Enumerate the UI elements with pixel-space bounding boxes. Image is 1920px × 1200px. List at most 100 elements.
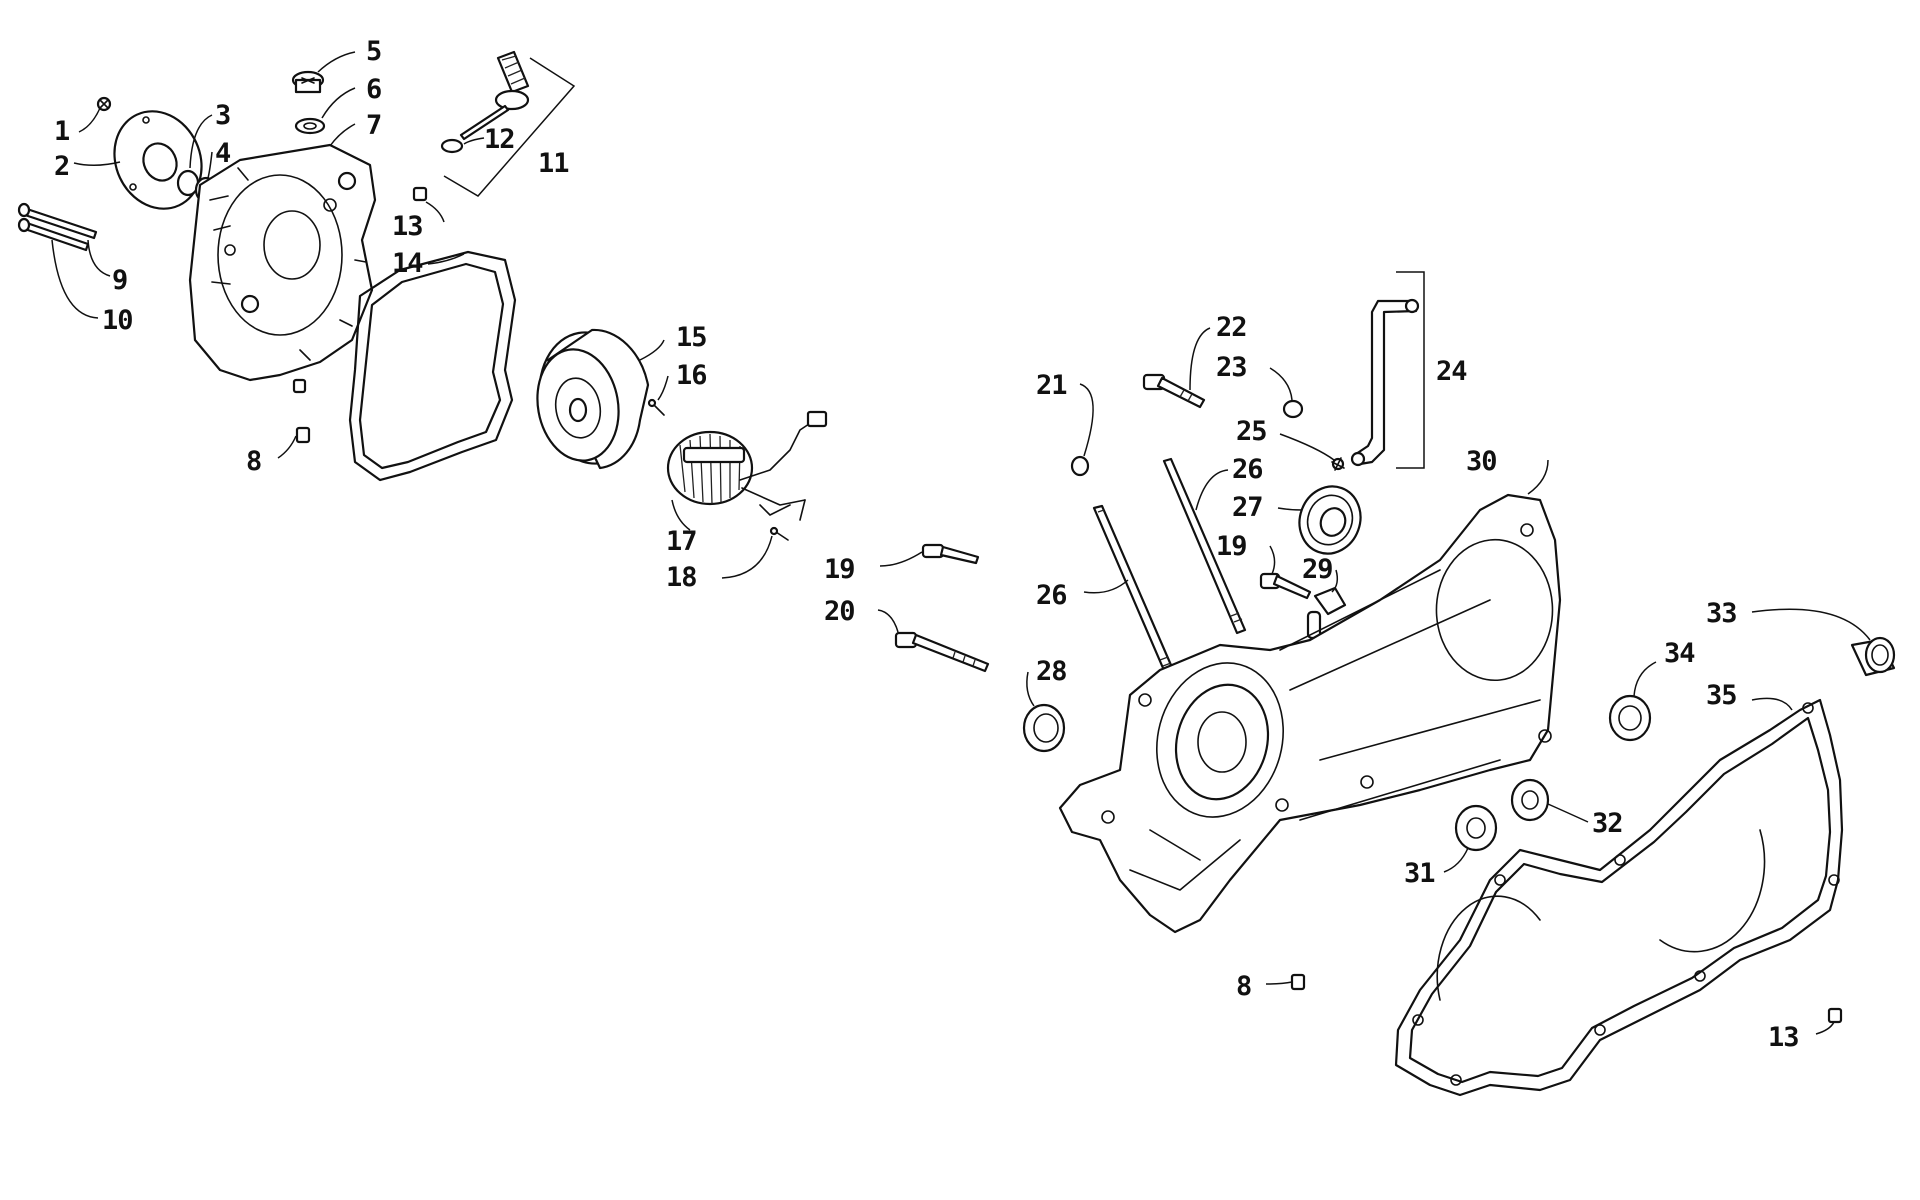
leader-19a xyxy=(879,551,923,567)
callout-13b: 13 xyxy=(1768,1022,1799,1053)
leader-8a xyxy=(277,435,297,459)
callout-14: 14 xyxy=(392,248,423,279)
callout-24: 24 xyxy=(1436,356,1467,387)
part-22-bolt xyxy=(1142,373,1206,409)
leader-9 xyxy=(87,239,111,277)
part-20-bolt xyxy=(894,631,990,673)
leader-34 xyxy=(1633,661,1657,697)
part-35-gasket xyxy=(1394,698,1844,1097)
callout-8b: 8 xyxy=(1236,971,1251,1002)
part-23-clip xyxy=(1282,399,1304,419)
callout-30: 30 xyxy=(1466,446,1497,477)
leader-35 xyxy=(1751,697,1793,711)
leader-33 xyxy=(1751,608,1871,641)
callout-5: 5 xyxy=(366,36,381,67)
part-30-crankcase xyxy=(1058,493,1562,934)
leader-26b xyxy=(1195,469,1229,511)
callout-3: 3 xyxy=(215,100,230,131)
part-26-stud-left xyxy=(1092,504,1176,677)
part-17-stator xyxy=(666,410,828,521)
callout-8a: 8 xyxy=(246,446,261,477)
callout-33: 33 xyxy=(1706,598,1737,629)
part-8-dowel xyxy=(295,426,311,444)
leader-4 xyxy=(207,151,213,179)
callout-10: 10 xyxy=(102,305,133,336)
callout-12: 12 xyxy=(484,124,515,155)
part-11-dipstick xyxy=(459,50,530,141)
part-5-plug xyxy=(291,70,325,94)
part-33-bushing xyxy=(1850,636,1896,677)
part-9-bolt xyxy=(17,202,98,240)
part-7-engine-side-cover xyxy=(188,143,377,382)
leader-19b xyxy=(1269,545,1276,575)
callout-29: 29 xyxy=(1302,554,1333,585)
callout-19b: 19 xyxy=(1216,531,1247,562)
leader-1 xyxy=(78,107,101,133)
part-26-stud-right xyxy=(1162,457,1247,635)
callout-4: 4 xyxy=(215,138,231,169)
leader-32 xyxy=(1547,803,1589,823)
leader-25 xyxy=(1279,433,1335,461)
part-13-dowel xyxy=(412,186,428,202)
callout-22: 22 xyxy=(1216,312,1247,343)
part-13-dowel-b xyxy=(1827,1007,1843,1024)
callout-21: 21 xyxy=(1036,370,1067,401)
leader-10 xyxy=(51,239,99,319)
leader-2 xyxy=(73,161,121,166)
leader-20 xyxy=(877,609,899,633)
leader-15 xyxy=(639,339,665,361)
leader-27 xyxy=(1277,507,1303,511)
leader-21 xyxy=(1079,383,1094,457)
leader-6 xyxy=(321,87,356,119)
callout-27: 27 xyxy=(1232,492,1263,523)
part-34-seal xyxy=(1608,694,1652,742)
leader-3 xyxy=(189,114,213,169)
part-21-clip xyxy=(1070,455,1090,477)
leader-8b xyxy=(1265,981,1293,985)
part-16-screw xyxy=(647,398,665,416)
leader-16 xyxy=(657,375,669,401)
leader-12 xyxy=(463,137,485,145)
part-31-bearing xyxy=(1454,804,1498,852)
callout-31: 31 xyxy=(1404,858,1435,889)
leader-18 xyxy=(721,535,773,579)
leader-14 xyxy=(427,253,465,265)
callout-2: 2 xyxy=(54,151,69,182)
callout-19a: 19 xyxy=(824,554,855,585)
part-10-bolt xyxy=(17,217,90,252)
leader-26a xyxy=(1083,579,1129,594)
leader-7 xyxy=(329,123,356,147)
leader-13a xyxy=(425,201,445,223)
part-25-clamp xyxy=(1331,457,1345,471)
callout-32: 32 xyxy=(1592,808,1623,839)
callout-7: 7 xyxy=(366,110,381,141)
bracket-24 xyxy=(1396,271,1425,469)
callout-1: 1 xyxy=(54,116,69,147)
leader-5 xyxy=(317,51,356,73)
callout-26a: 26 xyxy=(1036,580,1067,611)
leader-22 xyxy=(1189,327,1211,391)
callout-20: 20 xyxy=(824,596,855,627)
part-32-bearing xyxy=(1510,778,1550,822)
part-24-hose xyxy=(1350,298,1420,467)
callout-23: 23 xyxy=(1216,352,1247,383)
part-12-seal xyxy=(440,138,464,154)
part-18-screw xyxy=(769,526,789,541)
part-8-dowel-c xyxy=(1290,973,1306,991)
leader-29 xyxy=(1331,569,1339,593)
part-6-washer xyxy=(294,117,326,135)
leader-13b xyxy=(1815,1021,1835,1035)
callout-16: 16 xyxy=(676,360,707,391)
callout-35: 35 xyxy=(1706,680,1737,711)
callout-15: 15 xyxy=(676,322,707,353)
leader-31 xyxy=(1443,847,1469,873)
part-19-bolt-b xyxy=(1259,572,1312,600)
callout-26b: 26 xyxy=(1232,454,1263,485)
leader-23 xyxy=(1269,367,1293,401)
part-15-flywheel xyxy=(536,328,650,470)
leader-30 xyxy=(1527,459,1549,495)
callout-6: 6 xyxy=(366,74,381,105)
part-14-gasket xyxy=(348,250,517,482)
callout-13a: 13 xyxy=(392,211,423,242)
